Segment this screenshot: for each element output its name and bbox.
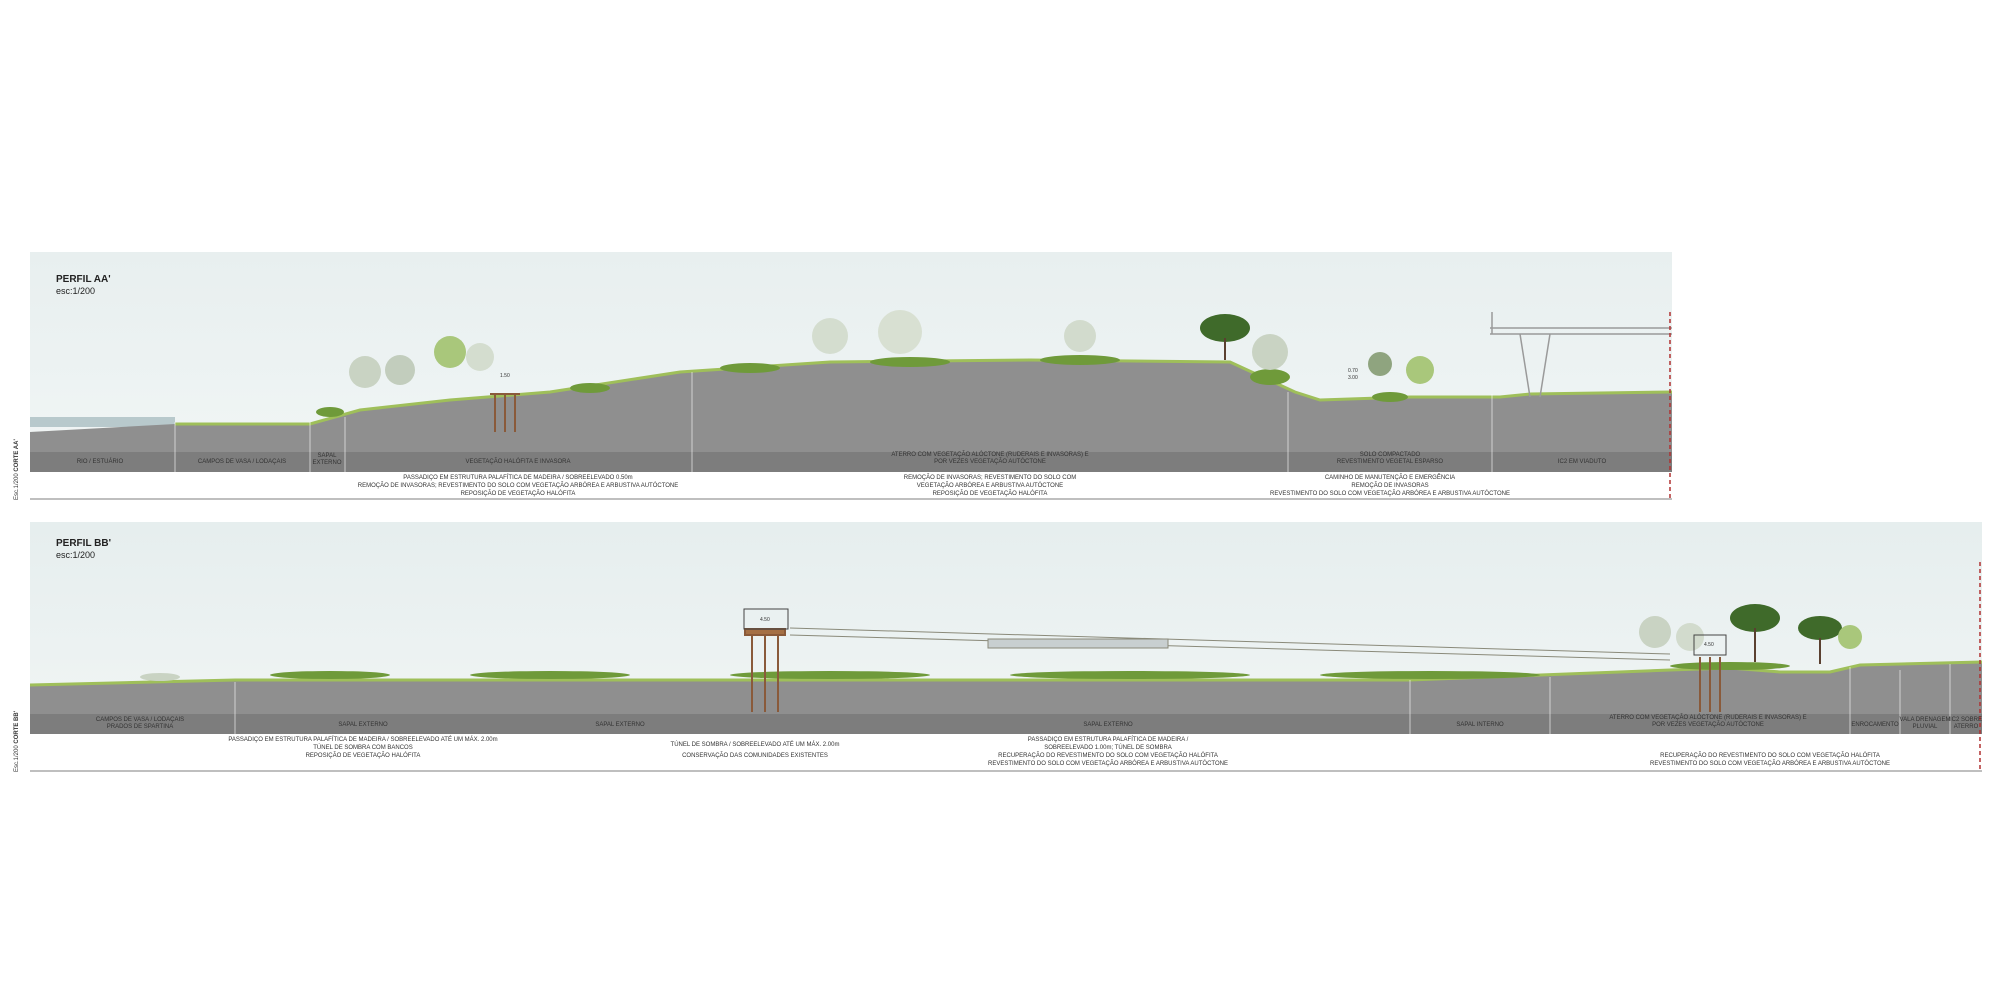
side-title: CORTE AA' xyxy=(14,439,20,472)
profile-scale: esc:1/200 xyxy=(56,286,96,296)
action-note: PASSADIÇO EM ESTRUTURA PALAFÍTICA DE MAD… xyxy=(988,737,1228,767)
zone-label: SAPAL EXTERNO xyxy=(312,453,342,466)
zone-label: SAPAL INTERNO xyxy=(1456,722,1504,728)
tower-frame xyxy=(1693,634,1727,656)
zone-label: SAPAL EXTERNO xyxy=(1083,722,1133,728)
profile-title: PERFIL BB' xyxy=(56,538,111,549)
zone-label: ENROCAMENTO xyxy=(1851,722,1899,728)
zone-label: VALA DRENAGEM PLUVIAL xyxy=(1899,717,1951,730)
action-band xyxy=(30,472,1672,500)
tower-frame xyxy=(743,608,789,630)
boardwalk-structure xyxy=(789,627,1671,661)
action-note: TÚNEL DE SOMBRA / SOBREELEVADO ATÉ UM MÁ… xyxy=(670,742,840,759)
zone-label: RIO / ESTUÁRIO xyxy=(76,459,124,465)
zone-label: CAMPOS DE VASA / LODAÇAIS xyxy=(197,459,287,465)
action-band xyxy=(30,734,1982,772)
side-label: Esc.1/200 CORTE AA' xyxy=(14,439,20,500)
side-scale: Esc.1/200 xyxy=(14,745,20,772)
zone-label: SAPAL EXTERNO xyxy=(338,722,388,728)
tree-group xyxy=(1639,604,1862,664)
viaduct-structure xyxy=(1490,312,1672,398)
zone-label: IC2 EM VIADUTO xyxy=(1557,459,1607,465)
dimension-label: 1.50 xyxy=(500,373,510,379)
zone-label: SAPAL EXTERNO xyxy=(595,722,645,728)
boardwalk-structure xyxy=(490,393,520,432)
action-note: PASSADIÇO EM ESTRUTURA PALAFÍTICA DE MAD… xyxy=(357,475,679,497)
dimension-label: 4.50 xyxy=(1704,642,1714,648)
zone-label: ATERRO COM VEGETAÇÃO ALÓCTONE (RUDERAIS … xyxy=(1609,715,1807,728)
profile-aa-panel: PERFIL AA' esc:1/200 xyxy=(30,252,1672,500)
zone-dividers xyxy=(234,664,1951,734)
action-note: RECUPERAÇÃO DO REVESTIMENTO DO SOLO COM … xyxy=(1650,753,1890,767)
water-surface xyxy=(30,417,175,427)
profile-title: PERFIL AA' xyxy=(56,274,111,285)
action-note: PASSADIÇO EM ESTRUTURA PALAFÍTICA DE MAD… xyxy=(228,737,498,759)
dimension-label: 0.70 xyxy=(1348,368,1358,374)
tree-group xyxy=(349,310,1434,388)
shrub-band xyxy=(316,355,1408,417)
profile-bb-panel: PERFIL BB' esc:1/200 xyxy=(30,522,1982,772)
zone-band xyxy=(30,452,1672,472)
zone-label: CAMPOS DE VASA / LODAÇAIS PRADOS DE SPAR… xyxy=(95,717,185,730)
grass-line xyxy=(175,358,1672,426)
section-drawing-aa xyxy=(30,310,1672,500)
section-drawing-bb xyxy=(30,562,1982,772)
zone-label: ATERRO COM VEGETAÇÃO ALÓCTONE (RUDERAIS … xyxy=(891,452,1089,465)
shrub-band xyxy=(140,662,1790,681)
side-scale: Esc.1/200 xyxy=(14,473,20,500)
action-note: CAMINHO DE MANUTENÇÃO E EMERGÊNCIA REMOÇ… xyxy=(1270,475,1510,497)
observation-tower xyxy=(744,628,1721,712)
side-title: CORTE BB' xyxy=(14,710,20,744)
ground-profile xyxy=(30,360,1672,472)
zone-dividers xyxy=(174,372,1493,472)
side-label: Esc.1/200 CORTE BB' xyxy=(14,711,20,772)
dimension-label: 4.50 xyxy=(760,617,770,623)
zone-band xyxy=(30,714,1982,734)
dimension-label: 3.00 xyxy=(1348,375,1358,381)
zone-label: IC2 SOBRE ATERRO xyxy=(1949,717,1982,730)
zone-label: SOLO COMPACTADO REVESTIMENTO VEGETAL ESP… xyxy=(1336,452,1444,465)
zone-label: VEGETAÇÃO HALÓFITA E INVASORA xyxy=(465,459,571,465)
profile-scale: esc:1/200 xyxy=(56,550,96,560)
action-note: REMOÇÃO DE INVASORAS; REVESTIMENTO DO SO… xyxy=(903,475,1077,497)
